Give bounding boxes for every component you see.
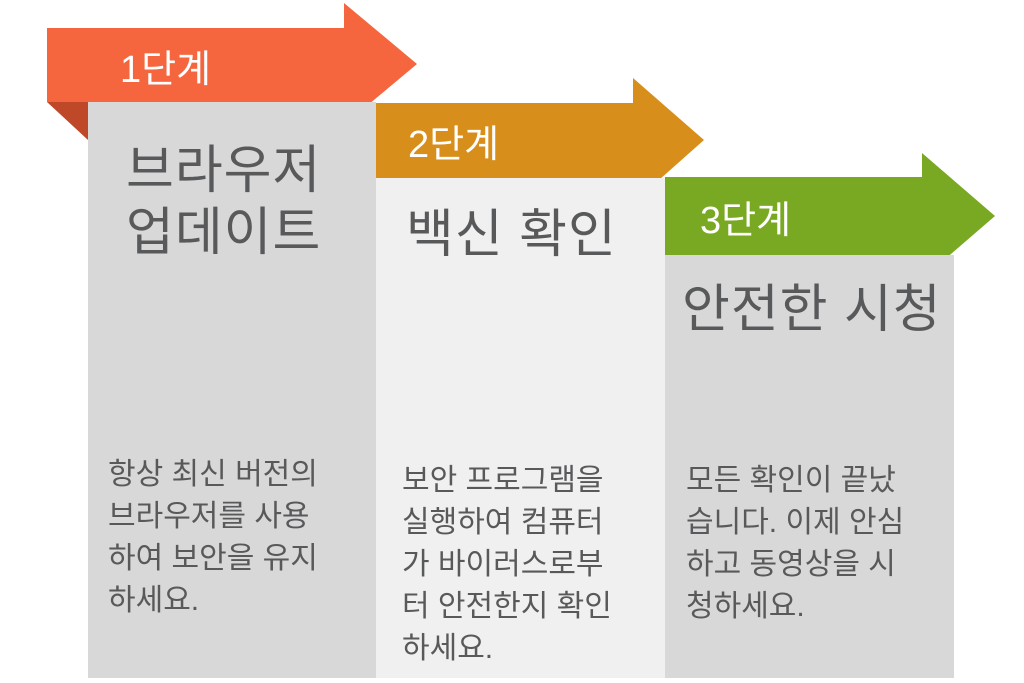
step3-label: 3단계 [700, 177, 791, 255]
step1-label: 1단계 [120, 28, 211, 102]
step1-label-text: 1단계 [120, 48, 212, 91]
step3-title: 안전한 시청 [682, 281, 942, 339]
step2-panel: 백신 확인 보안 프로그램을 실행하여 컴퓨터 가 바이러스로부 터 안전한지 … [376, 178, 665, 678]
step3-panel: 안전한 시청 모든 확인이 끝났 습니다. 이제 안심 하고 동영상을 시 청하… [665, 255, 954, 678]
step1-title: 브라우저 업데이트 [126, 142, 322, 262]
step2-label-text: 2단계 [408, 124, 500, 166]
step3-label-text: 3단계 [700, 199, 792, 242]
step1-panel: 브라우저 업데이트 항상 최신 버전의 브라우저를 사용 하여 보안을 유지 하… [88, 102, 376, 678]
step1-description: 항상 최신 버전의 브라우저를 사용 하여 보안을 유지 하세요. [108, 458, 318, 617]
step3-description: 모든 확인이 끝났 습니다. 이제 안심 하고 동영상을 시 청하세요. [686, 464, 905, 623]
step1-ribbon-fold-icon [47, 102, 88, 140]
step2-label: 2단계 [408, 103, 499, 178]
step2-title: 백신 확인 [406, 206, 617, 264]
step2-description: 보안 프로그램을 실행하여 컴퓨터 가 바이러스로부 터 안전한지 확인 하세요… [402, 464, 612, 665]
